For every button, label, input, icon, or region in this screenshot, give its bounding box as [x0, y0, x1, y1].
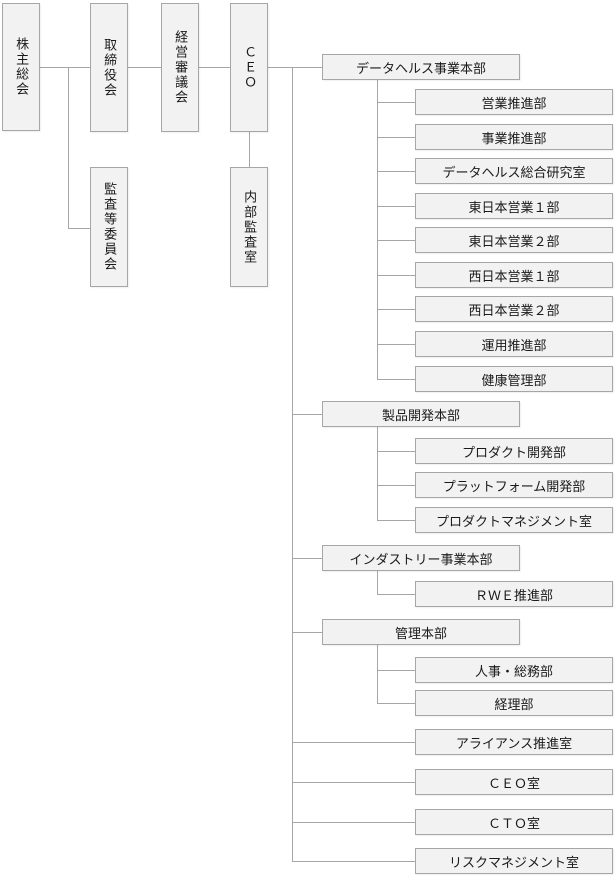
node-internal-audit-office: 内部監査室 — [230, 167, 268, 287]
node-label: データヘルス事業本部 — [355, 60, 486, 76]
node-dept-hr-general-affairs: 人事・総務部 — [415, 657, 613, 683]
node-label: 運用推進部 — [481, 337, 547, 353]
node-dept-datahealth-research: データヘルス総合研究室 — [415, 158, 613, 184]
node-label: アライアンス推進室 — [455, 735, 573, 751]
node-management-council: 経営審議会 — [161, 3, 199, 132]
node-label: 内部監査室 — [242, 189, 258, 265]
connector-line — [292, 742, 415, 743]
node-dept-health-management: 健康管理部 — [415, 366, 613, 392]
node-label: 西日本営業２部 — [468, 302, 560, 318]
connector-line — [377, 520, 415, 521]
node-dept-product-management-office: プロダクトマネジメント室 — [415, 507, 613, 533]
node-label: 西日本営業１部 — [468, 268, 560, 284]
node-office-risk-management: リスクマネジメント室 — [415, 848, 613, 874]
node-division-admin: 管理本部 — [322, 619, 520, 645]
connector-line — [292, 558, 322, 559]
node-office-ceo: ＣＥＯ室 — [415, 769, 613, 795]
node-office-alliance-promotion: アライアンス推進室 — [415, 729, 613, 755]
connector-line — [68, 67, 69, 229]
node-ceo: ＣＥＯ — [230, 3, 268, 132]
connector-line — [128, 67, 161, 68]
node-label: 人事・総務部 — [474, 663, 553, 679]
connector-line — [292, 67, 293, 862]
node-dept-product-development: プロダクト開発部 — [415, 438, 613, 464]
connector-line — [377, 670, 415, 671]
node-shareholders-meeting: 株主総会 — [2, 3, 40, 131]
node-division-industry: インダストリー事業本部 — [322, 545, 520, 571]
node-label: データヘルス総合研究室 — [442, 164, 586, 180]
node-dept-east-japan-sales-1: 東日本営業１部 — [415, 193, 613, 219]
connector-line — [199, 67, 230, 68]
node-label: 株主総会 — [14, 37, 30, 97]
connector-line — [292, 632, 322, 633]
node-label: 営業推進部 — [481, 95, 547, 111]
node-dept-rwe-promotion: ＲＷＥ推進部 — [415, 581, 613, 607]
connector-line — [292, 861, 415, 862]
connector-line — [377, 571, 378, 595]
node-division-product-dev: 製品開発本部 — [322, 401, 520, 427]
node-label: プラットフォーム開発部 — [442, 478, 586, 494]
connector-line — [377, 645, 378, 704]
node-dept-operations-promotion: 運用推進部 — [415, 331, 613, 357]
node-label: 東日本営業２部 — [468, 233, 560, 249]
node-dept-east-japan-sales-2: 東日本営業２部 — [415, 227, 613, 253]
connector-line — [377, 427, 378, 521]
node-label: ＣＥＯ室 — [487, 775, 540, 791]
node-dept-sales-promotion: 営業推進部 — [415, 89, 613, 115]
connector-line — [68, 228, 90, 229]
connector-line — [292, 414, 322, 415]
connector-line — [377, 171, 415, 172]
node-audit-committee: 監査等委員会 — [90, 167, 128, 287]
connector-line — [377, 485, 415, 486]
connector-line — [40, 67, 90, 68]
connector-line — [377, 594, 415, 595]
node-division-datahealth: データヘルス事業本部 — [322, 54, 520, 80]
node-label: 健康管理部 — [481, 372, 547, 388]
connector-line — [377, 206, 415, 207]
node-label: 経営審議会 — [173, 30, 189, 105]
node-dept-business-promotion: 事業推進部 — [415, 124, 613, 150]
connector-line — [377, 275, 415, 276]
node-label: ＲＷＥ推進部 — [474, 587, 553, 603]
connector-line — [292, 782, 415, 783]
node-label: 東日本営業１部 — [468, 199, 560, 215]
node-dept-west-japan-sales-1: 西日本営業１部 — [415, 262, 613, 288]
node-label: 経理部 — [494, 696, 534, 712]
connector-line — [377, 703, 415, 704]
node-board-of-directors: 取締役会 — [90, 3, 128, 132]
connector-line — [377, 137, 415, 138]
connector-line — [377, 451, 415, 452]
connector-line — [268, 67, 322, 68]
node-label: ＣＴＯ室 — [487, 815, 540, 831]
node-dept-platform-development: プラットフォーム開発部 — [415, 472, 613, 498]
node-dept-accounting: 経理部 — [415, 690, 613, 716]
node-label: ＣＥＯ — [242, 45, 258, 90]
node-office-cto: ＣＴＯ室 — [415, 809, 613, 835]
node-label: 事業推進部 — [481, 130, 547, 146]
connector-line — [377, 379, 415, 380]
node-dept-west-japan-sales-2: 西日本営業２部 — [415, 296, 613, 322]
node-label: プロダクト開発部 — [461, 444, 566, 460]
connector-line — [377, 309, 415, 310]
connector-line — [249, 132, 250, 167]
connector-line — [377, 80, 378, 380]
node-label: インダストリー事業本部 — [349, 551, 493, 567]
node-label: 監査等委員会 — [102, 182, 118, 272]
connector-line — [377, 102, 415, 103]
connector-line — [377, 240, 415, 241]
node-label: 取締役会 — [102, 37, 118, 98]
node-label: 製品開発本部 — [381, 407, 460, 423]
node-label: リスクマネジメント室 — [448, 854, 579, 870]
node-label: プロダクトマネジメント室 — [435, 513, 592, 529]
connector-line — [377, 344, 415, 345]
connector-line — [292, 822, 415, 823]
node-label: 管理本部 — [394, 625, 447, 641]
